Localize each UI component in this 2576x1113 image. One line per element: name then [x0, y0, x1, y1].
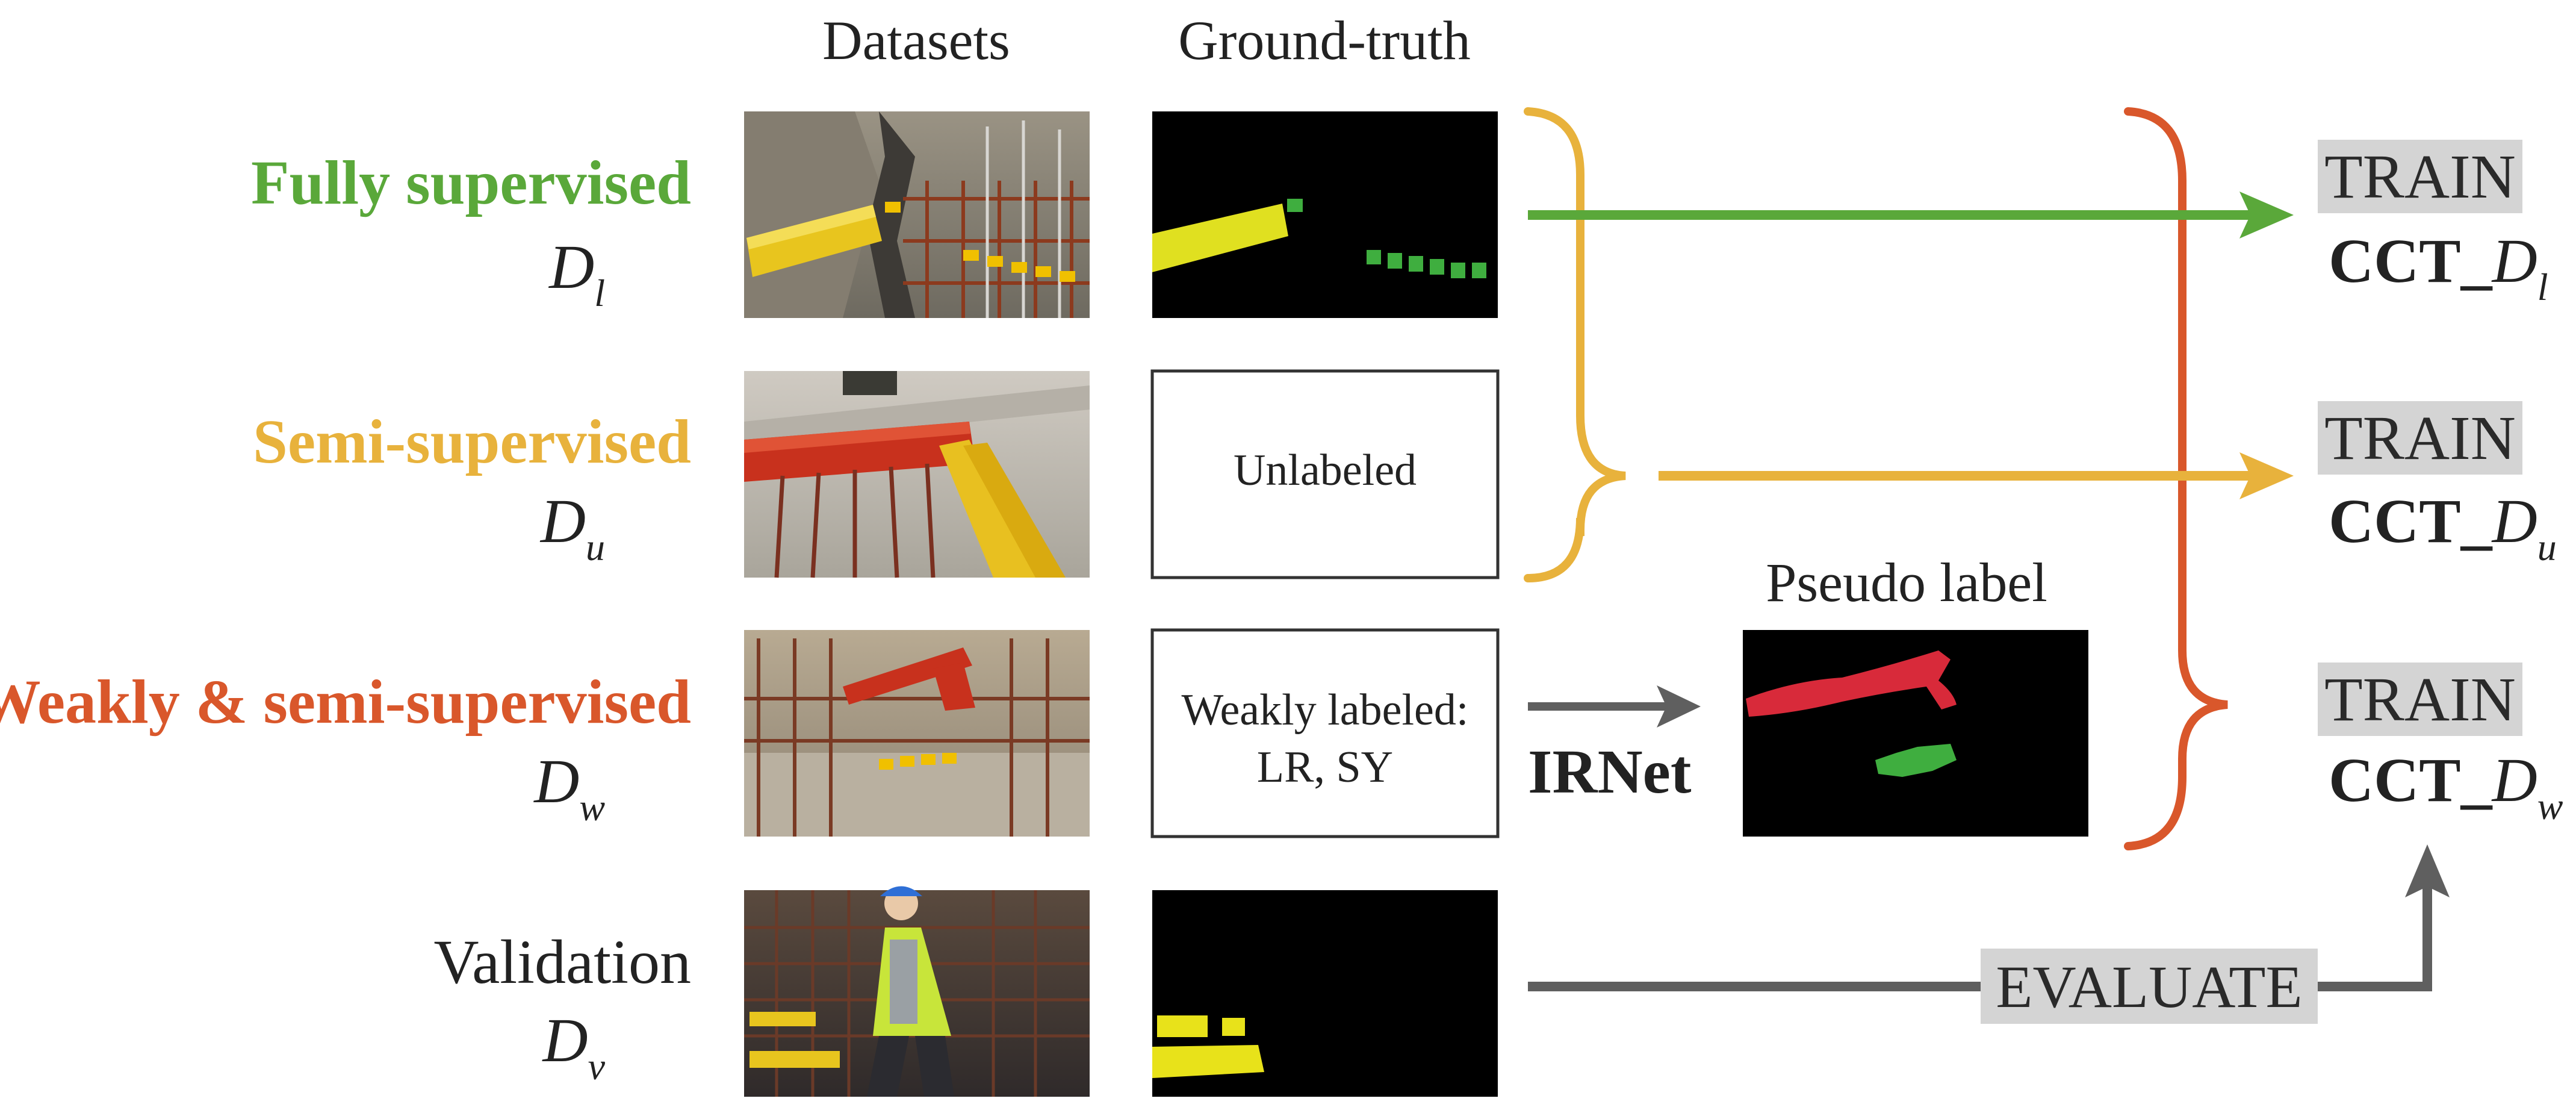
row-label-semi-supervised: Semi-supervised [253, 407, 691, 476]
row-symbol-dv: Dv [541, 1006, 605, 1088]
output-fully: TRAIN CCT_Dl [2318, 140, 2548, 308]
irnet-label: IRNet [1528, 737, 1692, 806]
weakly-labeled-text-line2: LR, SY [1257, 743, 1393, 792]
output-semi: TRAIN CCT_Du [2318, 401, 2557, 569]
row-label-fully-supervised: Fully supervised [251, 148, 691, 217]
weakly-labeled-text-line1: Weakly labeled: [1182, 685, 1469, 735]
unlabeled-box [1150, 369, 1500, 579]
header-ground-truth: Ground-truth [1178, 10, 1470, 71]
train-tag-fully [2318, 140, 2522, 213]
model-name-semi: CCT_Du [2329, 487, 2557, 569]
evaluate-tag [1981, 949, 2318, 1024]
row-symbol-dl: Dl [548, 232, 605, 314]
row-symbol-du: Du [539, 487, 605, 569]
photo-semi-supervised [744, 371, 1090, 578]
orange-brace [2124, 107, 2228, 850]
photo-validation [744, 886, 1090, 1097]
row-symbol-dw: Dw [533, 747, 605, 829]
header-datasets: Datasets [822, 10, 1010, 71]
model-name-weak: CCT_Dw [2329, 746, 2563, 828]
train-text-semi: TRAIN [2324, 404, 2516, 473]
yellow-brace [1524, 107, 1626, 582]
evaluate-text: EVALUATE [1996, 953, 2302, 1020]
header-pseudo-label: Pseudo label [1766, 552, 2047, 613]
row-label-weakly-semi-supervised: Weakly & semi-supervised [0, 667, 691, 737]
pseudo-label-mask [1743, 630, 2088, 837]
train-text-fully: TRAIN [2324, 142, 2516, 211]
weakly-labeled-box [1150, 628, 1500, 838]
row-label-validation: Validation [434, 928, 691, 997]
evaluate-arrow [1528, 885, 2432, 991]
photo-weakly-supervised [744, 630, 1090, 837]
mask-fully-supervised [1152, 111, 1498, 318]
train-tag-weak [2318, 662, 2522, 736]
photo-fully-supervised [744, 111, 1090, 318]
train-tag-semi [2318, 401, 2522, 475]
unlabeled-text: Unlabeled [1234, 446, 1417, 495]
model-name-fully: CCT_Dl [2329, 226, 2548, 308]
mask-validation [1152, 890, 1498, 1097]
output-weak: TRAIN CCT_Dw [2318, 662, 2563, 828]
train-text-weak: TRAIN [2324, 665, 2516, 734]
